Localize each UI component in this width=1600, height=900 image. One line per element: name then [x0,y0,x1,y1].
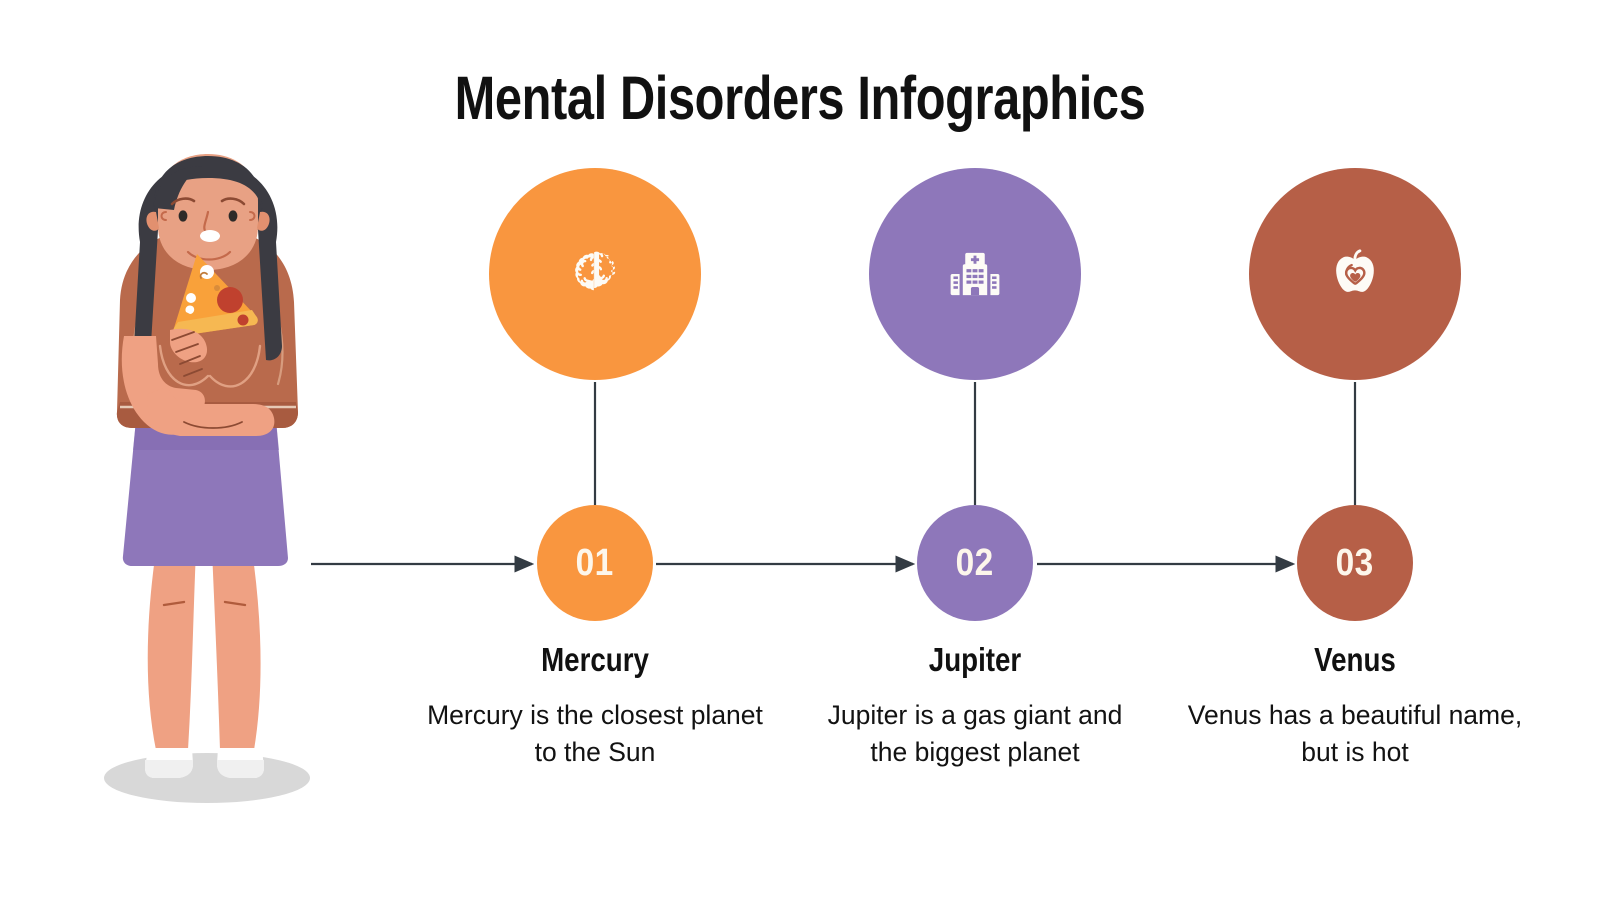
step-number-circle-1[interactable]: 01 [537,505,653,621]
step-number-circle-3[interactable]: 03 [1297,505,1413,621]
icon-circle-3[interactable] [1249,168,1461,380]
brain-icon [575,251,616,291]
step-column-2: 02 Jupiter Jupiter is a gas giant and th… [785,0,1165,900]
step-number-1: 01 [575,541,615,584]
hospital-icon [950,252,1000,296]
step-column-1: 01 Mercury Mercury is the closest planet… [405,0,785,900]
step-title-1: Mercury [541,641,649,678]
apple-heart-icon [1336,249,1374,292]
step-number-circle-2[interactable]: 02 [917,505,1033,621]
step-title-2: Jupiter [928,641,1022,678]
step-title-3: Venus [1314,641,1396,678]
step-column-3: 03 Venus Venus has a beautiful name, but… [1165,0,1545,900]
page-title: Mental Disorders Infographics [454,64,1146,132]
step-number-3: 03 [1335,541,1375,584]
step-description-3: Venus has a beautiful name, but is hot [1187,700,1523,767]
step-description-2: Jupiter is a gas giant and the biggest p… [827,700,1123,767]
icon-circle-2[interactable] [869,168,1081,380]
icon-circle-1[interactable] [489,168,701,380]
step-number-2: 02 [955,541,995,584]
woman-eating-pizza-illustration [60,150,350,810]
step-description-1: Mercury is the closest planet to the Sun [427,700,763,767]
